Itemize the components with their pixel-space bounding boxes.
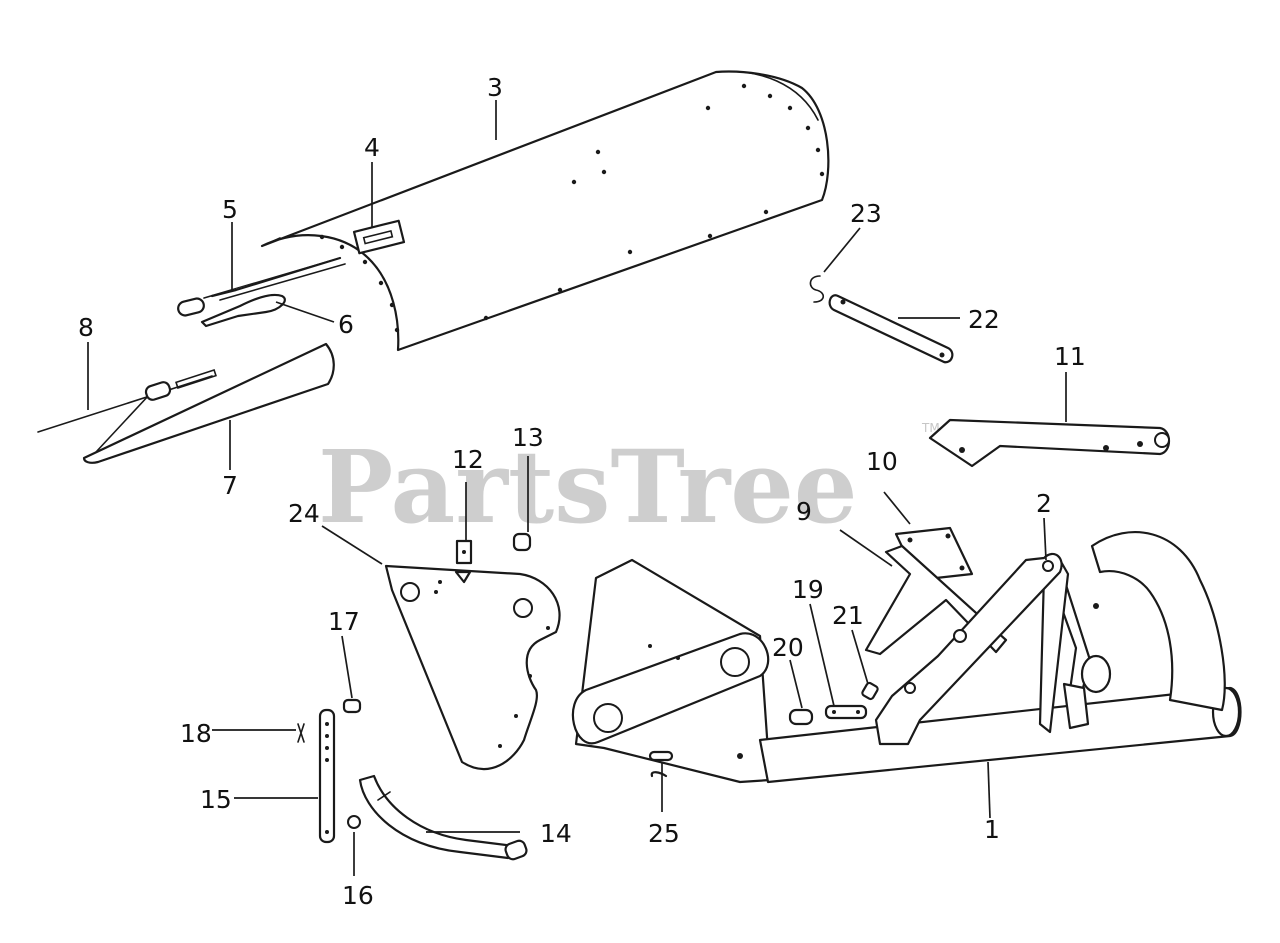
callout-25: 25: [648, 819, 680, 848]
callout-9: 9: [796, 497, 812, 526]
callout-labels: 1 2 3 4 5 6 7 8 9 10 11 12 13 14 15 16 1…: [78, 73, 1086, 910]
callout-5: 5: [222, 195, 238, 224]
watermark-trademark: TM: [921, 421, 940, 435]
part-21-bolt: [861, 681, 879, 701]
callout-6: 6: [338, 310, 354, 339]
callout-4: 4: [364, 133, 380, 162]
callout-19: 19: [792, 575, 824, 604]
callout-23: 23: [850, 199, 882, 228]
part-5-rod: [177, 256, 346, 317]
part-6-spring-clip: [200, 293, 286, 328]
part-23-s-hook: [809, 275, 825, 303]
callout-11: 11: [1054, 342, 1086, 371]
part-2-support-arm: [874, 552, 1063, 746]
watermark: PartsTree TM: [318, 421, 940, 546]
callout-1: 1: [984, 815, 1000, 844]
part-14-skid: [358, 774, 528, 861]
callout-20: 20: [772, 633, 804, 662]
callout-12: 12: [452, 445, 484, 474]
callout-22: 22: [968, 305, 1000, 334]
part-11-arm: [928, 418, 1171, 468]
part-17-screw: [342, 698, 362, 714]
callout-24: 24: [288, 499, 320, 528]
leader-lines: [87, 100, 1067, 876]
part-1-tiller-frame: [571, 531, 1242, 784]
watermark-text: PartsTree: [318, 428, 858, 546]
callout-15: 15: [200, 785, 232, 814]
callout-7: 7: [222, 471, 238, 500]
callout-21: 21: [832, 601, 864, 630]
part-15-bar: [318, 708, 336, 844]
part-20-spacer: [788, 708, 814, 726]
callout-16: 16: [342, 881, 374, 910]
part-13-bolt: [512, 532, 532, 552]
callout-8: 8: [78, 313, 94, 342]
callout-3: 3: [487, 73, 503, 102]
part-3-tine-hood: [260, 70, 830, 352]
part-16-nut: [347, 815, 361, 829]
callout-2: 2: [1036, 489, 1052, 518]
part-19-link: [824, 704, 868, 720]
callout-18: 18: [180, 719, 212, 748]
part-22-link-rod: [828, 294, 954, 364]
part-8-rod: [37, 368, 217, 433]
callout-17: 17: [328, 607, 360, 636]
part-18-pin: [297, 723, 305, 743]
part-9-bracket: [864, 544, 1008, 656]
callout-10: 10: [866, 447, 898, 476]
part-25-pin: [648, 750, 674, 762]
callout-14: 14: [540, 819, 572, 848]
callout-13: 13: [512, 423, 544, 452]
part-12-tab: [454, 539, 473, 584]
part-24-side-plate: [384, 564, 561, 771]
part-7-flap: [82, 342, 335, 464]
